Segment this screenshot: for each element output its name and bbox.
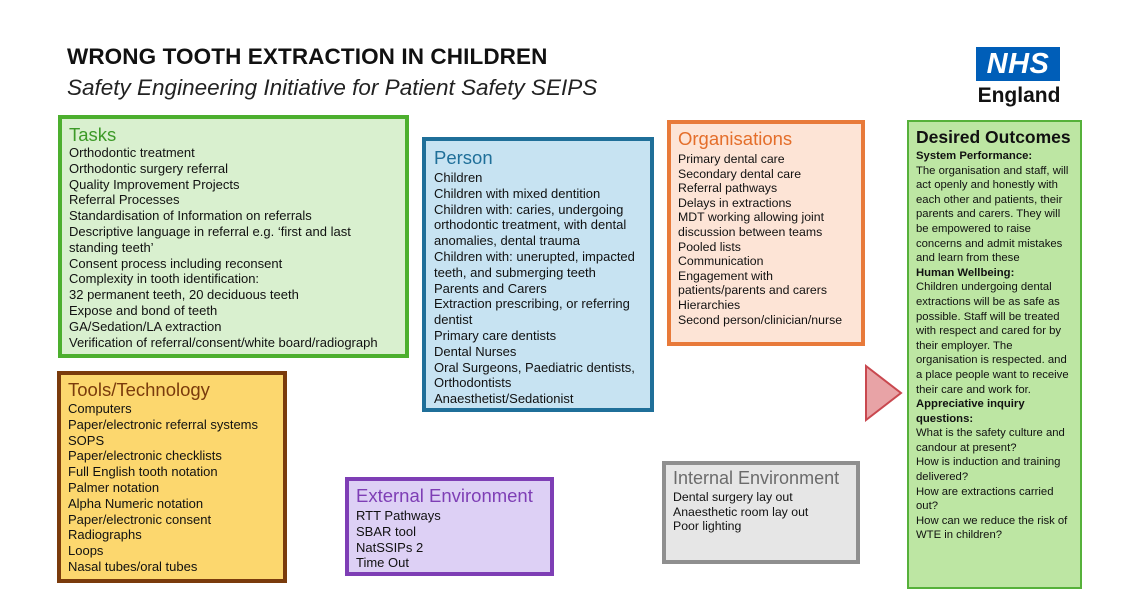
person-item: Anaesthetist/Sedationist: [434, 391, 574, 407]
tasks-item: Expose and bond of teeth: [69, 302, 218, 318]
tasks-box: Tasks Orthodontic treatment Orthodontic …: [58, 115, 409, 358]
internal-item: Anaesthetic room lay out: [673, 504, 809, 519]
organisations-item: Communication: [678, 254, 764, 269]
desired-outcomes-box: Desired Outcomes System Performance: The…: [907, 120, 1082, 589]
external-item: SBAR tool: [356, 523, 416, 539]
tasks-item: Orthodontic treatment: [69, 145, 195, 160]
system-performance-label: System Performance:: [916, 150, 1033, 162]
tasks-item: Orthodontic surgery referral: [69, 160, 228, 176]
organisations-item: Primary dental care: [678, 152, 785, 166]
person-item: Dental Nurses: [434, 343, 517, 359]
person-heading: Person: [434, 147, 493, 168]
tools-item: Paper/electronic consent: [68, 511, 212, 527]
organisations-item: MDT working allowing joint discussion be…: [678, 210, 825, 239]
person-item: Children: [434, 170, 483, 185]
organisations-box: Organisations Primary dental care Second…: [667, 120, 865, 346]
tasks-item: 32 permanent teeth, 20 deciduous teeth: [69, 287, 299, 303]
tasks-heading: Tasks: [69, 124, 117, 145]
tools-item: Full English tooth notation: [68, 464, 218, 480]
person-item: Extraction prescribing, or referring den…: [434, 296, 630, 328]
tools-item: Alpha Numeric notation: [68, 495, 204, 511]
inquiry-question: How can we reduce the risk of WTE in chi…: [916, 514, 1068, 542]
tools-item: Radiographs: [68, 527, 142, 543]
tools-item: SOPS: [68, 432, 105, 448]
organisations-item: Engagement with patients/parents and car…: [678, 268, 828, 298]
person-item: Primary care dentists: [434, 327, 557, 343]
organisations-item: Secondary dental care: [678, 166, 802, 181]
page-subtitle: Safety Engineering Initiative for Patien…: [67, 75, 598, 100]
system-performance-text: The organisation and staff, will act ope…: [916, 164, 1069, 265]
organisations-item: Pooled lists: [678, 239, 741, 254]
tools-item: Nasal tubes/oral tubes: [68, 558, 198, 574]
inquiry-question: How is induction and training delivered?: [916, 456, 1061, 484]
internal-environment-box: Internal Environment Dental surgery lay …: [662, 461, 860, 564]
internal-heading: Internal Environment: [673, 468, 840, 488]
inquiry-question: How are extractions carried out?: [916, 485, 1054, 513]
tasks-item: Verification of referral/consent/white b…: [69, 334, 378, 350]
tasks-item: Descriptive language in referral e.g. ‘f…: [69, 223, 351, 255]
tasks-item: Referral Processes: [69, 192, 180, 208]
person-box: Person Children Children with mixed dent…: [422, 137, 654, 412]
person-item: Children with: caries, undergoing orthod…: [434, 201, 627, 249]
tools-item: Loops: [68, 543, 104, 559]
tools-item: Computers: [68, 401, 132, 416]
nhs-logo-sub: England: [977, 84, 1061, 107]
tools-item: Paper/electronic referral systems: [68, 416, 259, 432]
organisations-item: Hierarchies: [678, 297, 741, 312]
nhs-logo-mark: NHS: [976, 47, 1060, 81]
desired-heading: Desired Outcomes: [916, 127, 1071, 147]
organisations-item: Referral pathways: [678, 181, 778, 196]
person-item: Oral Surgeons, Paediatric dentists, Orth…: [434, 359, 635, 391]
tasks-item: Standardisation of Information on referr…: [69, 208, 312, 224]
internal-item: Dental surgery lay out: [673, 490, 793, 504]
tasks-item: GA/Sedation/LA extraction: [69, 318, 222, 334]
organisations-item: Delays in extractions: [678, 195, 792, 210]
tools-item: Palmer notation: [68, 479, 160, 495]
external-item: RTT Pathways: [356, 508, 441, 523]
organisations-heading: Organisations: [678, 128, 793, 149]
tools-technology-box: Tools/Technology Computers Paper/electro…: [57, 371, 287, 583]
appreciative-inquiry-label: Appreciative inquiry questions:: [916, 398, 1025, 425]
organisations-item: Second person/clinician/nurse: [678, 312, 843, 327]
internal-item: Poor lighting: [673, 519, 742, 533]
person-item: Parents and Carers: [434, 280, 547, 296]
external-item: NatSSIPs 2: [356, 539, 424, 555]
nhs-england-logo: NHS England: [976, 47, 1062, 108]
tasks-item: Quality Improvement Projects: [69, 176, 240, 192]
page-title: WRONG TOOTH EXTRACTION IN CHILDREN: [67, 44, 548, 69]
tasks-item: Consent process including reconsent: [69, 255, 283, 271]
arrow-right-icon: [865, 364, 903, 422]
person-item: Children with: unerupted, impacted teeth…: [434, 248, 635, 280]
tasks-item: Complexity in tooth identification:: [69, 271, 260, 287]
tools-heading: Tools/Technology: [68, 379, 210, 400]
human-wellbeing-label: Human Wellbeing:: [916, 266, 1015, 279]
human-wellbeing-text: Children undergoing dental extractions w…: [916, 281, 1069, 396]
external-heading: External Environment: [356, 485, 533, 506]
external-item: Time Out: [356, 555, 409, 571]
external-environment-box: External Environment RTT Pathways SBAR t…: [345, 477, 554, 576]
tools-item: Paper/electronic checklists: [68, 448, 222, 464]
person-item: Children with mixed dentition: [434, 185, 601, 201]
inquiry-question: What is the safety culture and candour a…: [916, 427, 1065, 454]
